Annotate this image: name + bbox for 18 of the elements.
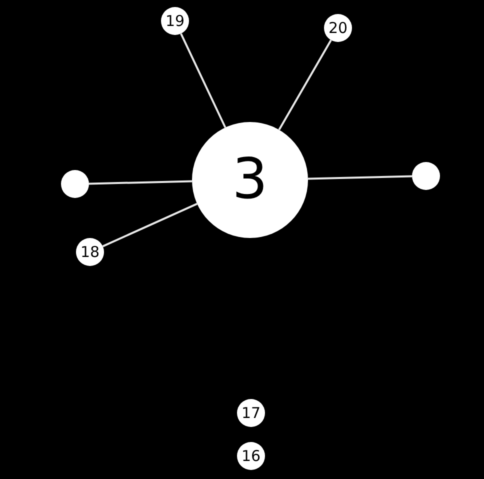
node-circle [161, 7, 189, 35]
node-label: 18 [80, 244, 100, 260]
connector-line [102, 202, 198, 248]
connector-line [308, 175, 412, 180]
node-label: 3 [232, 152, 268, 208]
node-circle [237, 442, 265, 470]
connector-line [180, 33, 226, 128]
node-label: 20 [328, 20, 348, 36]
connector-line [88, 180, 192, 185]
node-circle [237, 399, 265, 427]
node-label: 16 [241, 448, 261, 464]
empty-node-circle [61, 170, 89, 198]
empty-node-circle [412, 162, 440, 190]
connector-line [278, 40, 332, 130]
node-circle [324, 14, 352, 42]
node-label: 19 [165, 14, 185, 28]
node-circle [76, 238, 104, 266]
node-label: 17 [241, 406, 261, 420]
